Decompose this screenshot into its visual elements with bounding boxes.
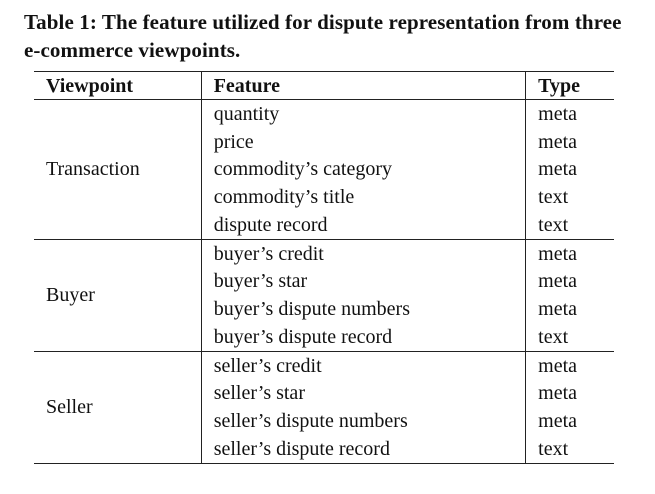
table-header-row: Viewpoint Feature Type	[34, 71, 614, 100]
table-row: buyer’s dispute numbers meta	[34, 295, 614, 323]
column-header-viewpoint: Viewpoint	[34, 71, 202, 100]
type-cell: meta	[538, 410, 578, 433]
type-cell: meta	[538, 354, 578, 377]
viewpoint-cell: Transaction	[34, 99, 202, 240]
feature-cell: commodity’s category	[201, 155, 527, 184]
type-cell: meta	[538, 158, 578, 181]
feature-cell: seller’s credit	[201, 351, 527, 380]
type-cell: meta	[538, 298, 578, 321]
type-cell: text	[525, 211, 614, 240]
feature-cell: buyer’s dispute record	[201, 323, 527, 352]
table-row: buyer’s star meta	[34, 267, 614, 296]
type-cell: text	[525, 323, 614, 352]
type-cell: meta	[538, 382, 578, 405]
type-cell: text	[525, 435, 614, 464]
type-cell: meta	[538, 102, 578, 125]
table-caption: Table 1: The feature utilized for disput…	[24, 10, 622, 62]
viewpoint-cell: Seller	[34, 351, 202, 464]
feature-cell: quantity	[201, 99, 527, 128]
feature-cell: commodity’s title	[201, 183, 527, 211]
table-row: seller’s dispute numbers meta	[34, 407, 614, 435]
type-cell: meta	[538, 242, 578, 265]
type-cell: meta	[538, 130, 578, 153]
feature-cell: buyer’s star	[201, 267, 527, 296]
column-header-type: Type	[525, 71, 614, 100]
viewpoint-cell: Buyer	[34, 239, 202, 352]
feature-cell: buyer’s credit	[201, 239, 527, 268]
type-cell: text	[538, 186, 569, 209]
type-cell: meta	[538, 270, 578, 293]
feature-cell: seller’s dispute numbers	[201, 407, 527, 435]
feature-cell: dispute record	[201, 211, 527, 240]
table-row: commodity’s category meta	[34, 155, 614, 184]
feature-cell: buyer’s dispute numbers	[201, 295, 527, 323]
table-row: seller’s star meta	[34, 379, 614, 408]
column-header-feature: Feature	[201, 71, 527, 100]
feature-cell: seller’s star	[201, 379, 527, 408]
table-row: commodity’s title text	[34, 183, 614, 211]
feature-cell: seller’s dispute record	[201, 435, 527, 464]
table-row: price meta	[34, 127, 614, 156]
feature-cell: price	[201, 127, 527, 156]
